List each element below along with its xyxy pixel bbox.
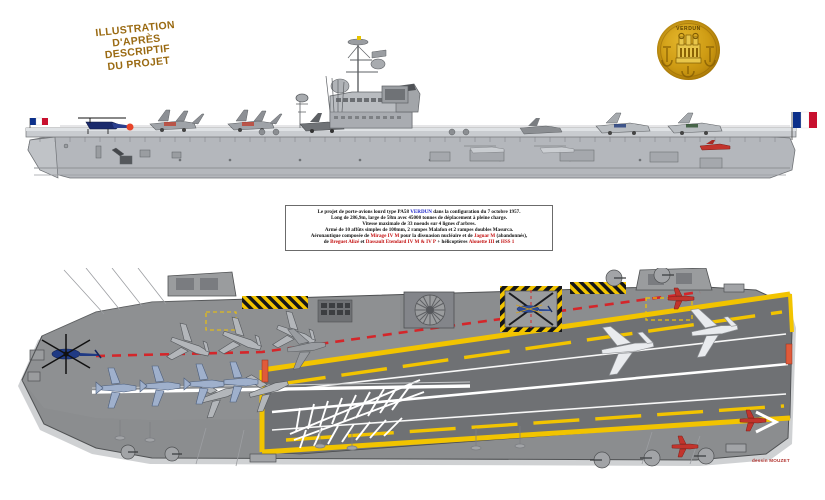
- desc-5b-mirage: Mirage IV M: [370, 233, 400, 240]
- desc-6h-hss1: HSS 1: [500, 239, 515, 246]
- crest-ring: [660, 23, 717, 77]
- desc-5c: pour la dissuasion nucléaire et de: [399, 233, 474, 240]
- desc-6f-alouette: Alouette III: [468, 239, 495, 246]
- crest-label: VERDUN: [676, 26, 701, 32]
- desc-6b-alize: Breguet Alizé: [330, 239, 360, 246]
- plan-red-aircraft: [667, 287, 767, 458]
- desc-5d-jaguar: Jaguar M: [473, 233, 496, 240]
- stern-chevron-marking: [755, 410, 780, 434]
- plan-deck-armament: [120, 268, 747, 469]
- description-line-2: Long de 286,9m, large de 58m avec 45000 …: [331, 215, 507, 222]
- angled-deck-aircraft: [287, 308, 739, 376]
- landing-centerline: [271, 362, 789, 414]
- desc-5e: (abandonnés),: [495, 233, 528, 240]
- verdun-crest-badge: VERDUN: [657, 20, 720, 80]
- hull-profile: R 98: [27, 129, 796, 179]
- helicopter-landing-spot: [500, 286, 562, 332]
- desc-6g: et: [494, 239, 501, 246]
- desc-1d: dans la configuration du 7 octobre 1957.: [431, 209, 521, 215]
- deck-aircraft-helicopter-profile: [78, 117, 134, 134]
- deck-elevator-and-radar: [205, 282, 693, 331]
- desc-6e: + hélicoptères: [436, 239, 469, 246]
- deck-aircraft-red-profile: [699, 140, 731, 151]
- desc-6a: de: [323, 239, 331, 246]
- description-line-4: Armé de 10 affûts simples de 100mm, 2 ra…: [324, 227, 514, 234]
- deck-edge-marker: [261, 343, 793, 383]
- desc-1b: PA58: [397, 209, 411, 215]
- desc-5a: Aéronautique composée de: [310, 233, 371, 240]
- desc-1c-verdun: VERDUN: [410, 209, 432, 215]
- deck-edge-armament: [111, 128, 470, 165]
- side-profile-view: R 98: [25, 36, 817, 179]
- description-line-6: de Breguet Alizé et Dassault Etendard IV…: [290, 239, 548, 245]
- stern-ensign-flag: [791, 111, 817, 140]
- deck-aircraft-group-profile: [149, 109, 731, 151]
- plan-helicopter-forward: [41, 334, 102, 374]
- desc-6c: et: [359, 239, 366, 246]
- bow-jack-flag: [29, 117, 48, 128]
- description-line-1: Le projet de porte-avions lourd type PA5…: [290, 209, 548, 215]
- desc-1a: Le projet de porte-avions lourd type: [317, 209, 398, 215]
- plan-gun-barrels: [128, 274, 706, 461]
- deck-edge-aerials: [114, 420, 526, 451]
- hazard-strip-forward: [242, 296, 308, 309]
- island-superstructure: [295, 36, 421, 129]
- plan-bow-fittings: [21, 335, 45, 382]
- flight-deck-plan-view: [18, 268, 796, 469]
- bow-fittings: [63, 143, 182, 159]
- project-description-panel: Le projet de porte-avions lourd type PA5…: [285, 205, 553, 251]
- artist-signature: dessin MOUZET: [752, 458, 790, 463]
- catapult-aircraft-group: [95, 361, 259, 409]
- angled-landing-deck: [259, 291, 794, 455]
- gallery-deck-aircraft: [464, 145, 575, 154]
- description-line-3: Vitesse maximale de 33 noeuds sur 4 lign…: [362, 221, 476, 228]
- desc-6d-etendard: Dassault Etendard IV M & IV P: [365, 239, 437, 246]
- description-line-5: Aéronautique composée de Mirage IV M pou…: [290, 233, 548, 239]
